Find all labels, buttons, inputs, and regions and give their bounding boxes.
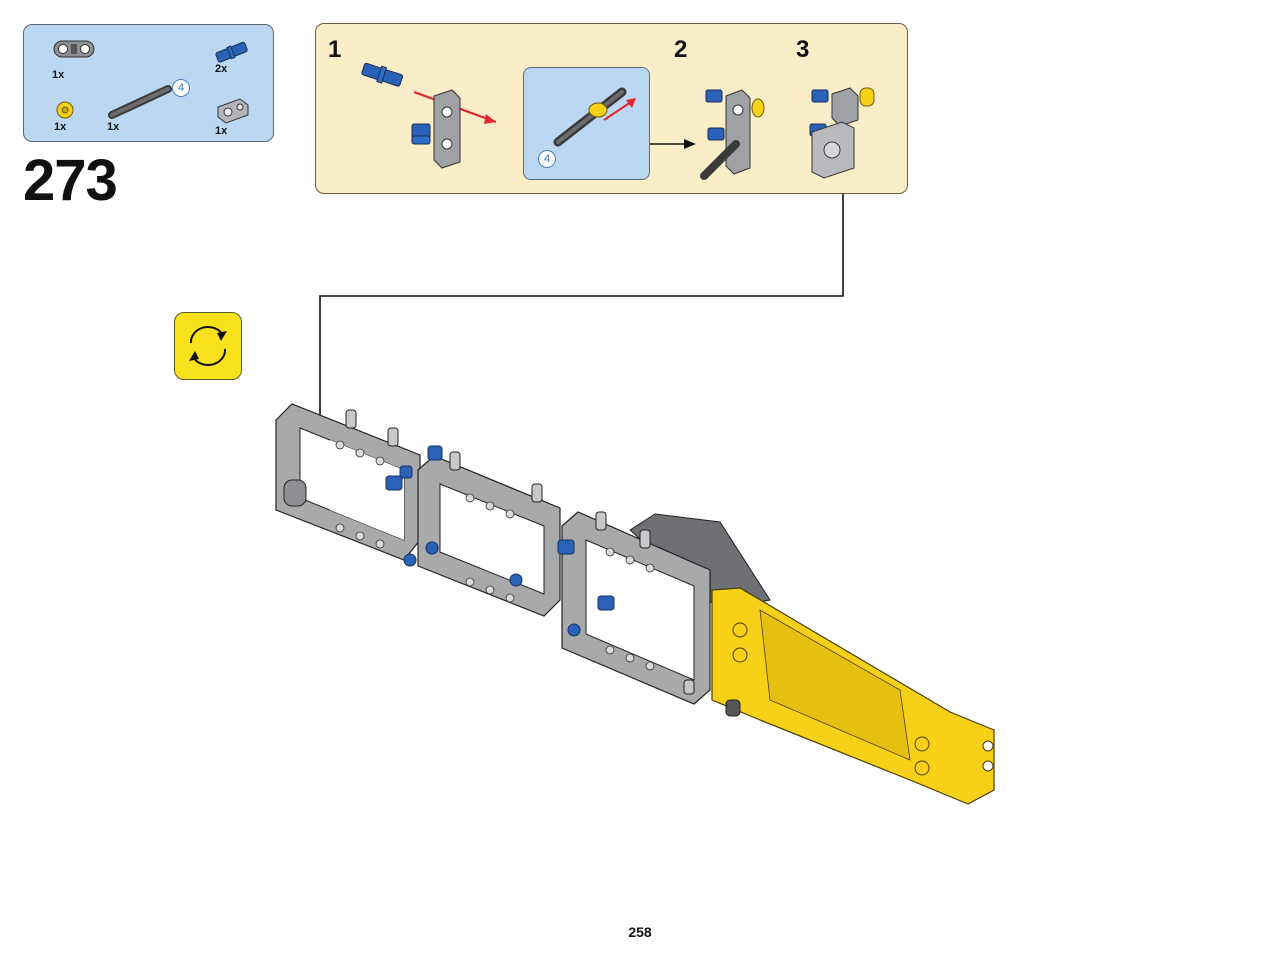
subpanel-axle-length-badge: 4 <box>538 150 556 168</box>
substep-2-number: 2 <box>674 36 688 63</box>
qty-yellow-bush: 1x <box>54 121 67 133</box>
axle-subassembly-panel: 4 <box>523 67 650 180</box>
yellow-bush-icon <box>56 101 74 119</box>
substep-1-assembly <box>361 62 497 169</box>
substep-callout: 1 2 3 4 <box>315 23 908 194</box>
subpanel-arrow <box>650 139 696 149</box>
substep-3-number: 3 <box>796 36 810 63</box>
parts-list-panel: 1x 2x 1x 4 1x 1x <box>23 24 274 142</box>
substep-1-number: 1 <box>328 36 342 63</box>
axle-with-bush-icon <box>553 87 636 147</box>
qty-axle: 1x <box>107 121 120 133</box>
axle-length-badge: 4 <box>172 79 190 97</box>
step-number: 273 <box>23 148 118 213</box>
gray-connector-icon <box>53 40 95 58</box>
axle-icon <box>108 85 172 119</box>
substep-2-assembly <box>700 89 765 180</box>
substep-3-assembly <box>809 87 875 179</box>
gray-block-icon <box>217 98 249 124</box>
qty-blue-pin: 2x <box>215 63 228 75</box>
blue-pin-icon <box>215 41 248 63</box>
page-number: 258 <box>628 924 652 940</box>
qty-gray-connector: 1x <box>52 69 65 81</box>
rotate-model-icon <box>174 312 242 380</box>
qty-gray-block: 1x <box>215 125 228 137</box>
